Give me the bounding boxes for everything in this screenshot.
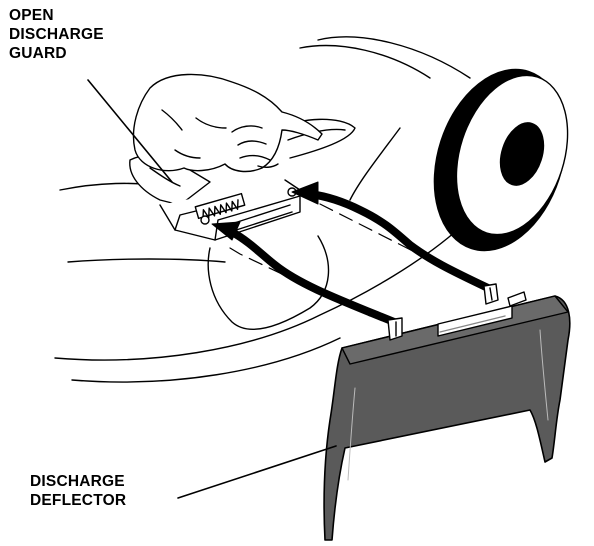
leader-line-top (87, 79, 173, 183)
wheel (433, 68, 569, 252)
label-line: DISCHARGE (30, 473, 125, 490)
hand (132, 73, 323, 173)
hinge-bracket (159, 179, 301, 241)
leader-line-bottom (177, 445, 337, 499)
label-line: DISCHARGE (9, 26, 104, 43)
discharge-deflector (323, 283, 571, 541)
discharge-deflector-label: DISCHARGE DEFLECTOR (30, 472, 126, 510)
arrow-right (291, 181, 492, 292)
arrow-left (211, 221, 398, 326)
label-line: GUARD (9, 45, 67, 62)
open-discharge-guard-label: OPEN DISCHARGE GUARD (9, 6, 104, 63)
label-line: DEFLECTOR (30, 492, 127, 509)
mower-deck (54, 36, 471, 383)
label-line: OPEN (9, 7, 54, 24)
